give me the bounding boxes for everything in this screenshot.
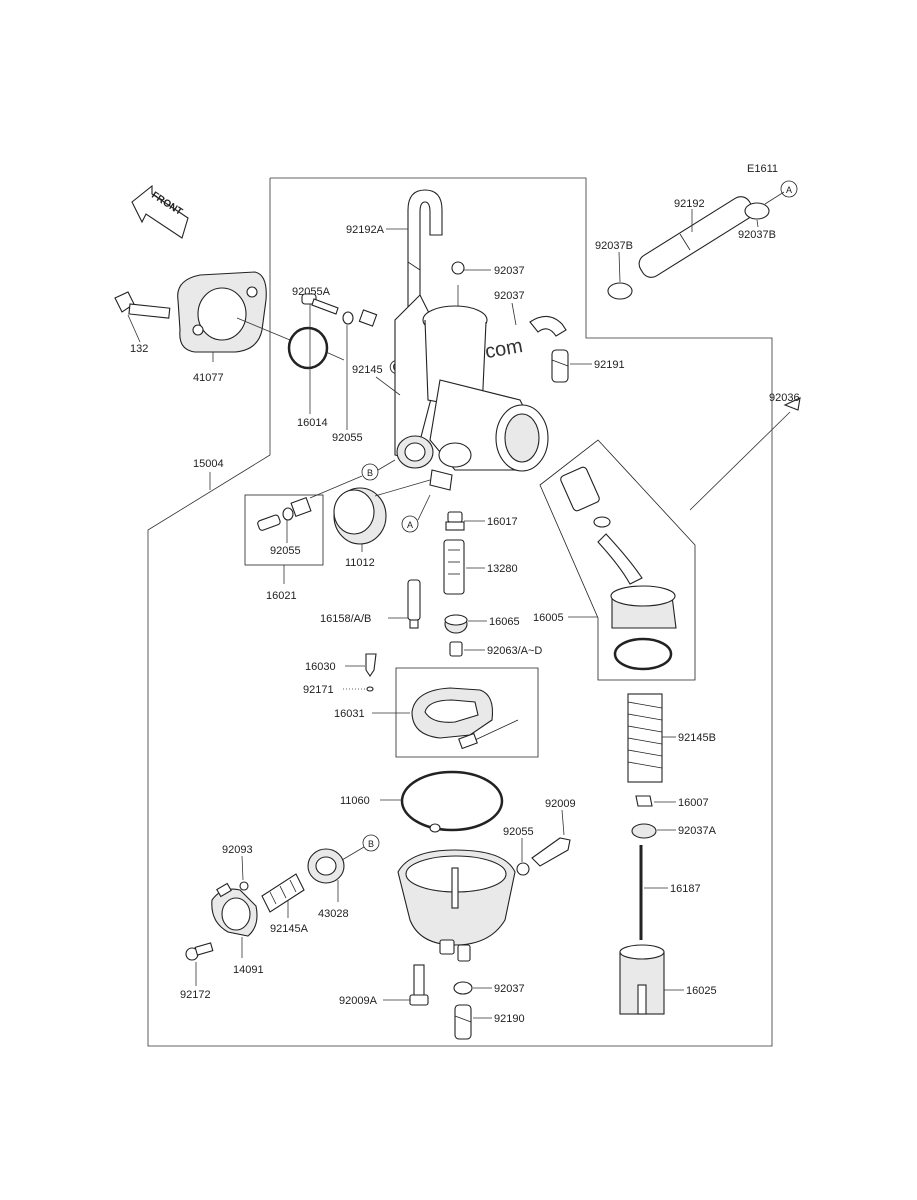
- float-16031: [411, 687, 519, 750]
- label-13280: 13280: [487, 563, 518, 575]
- label-92192A: 92192A: [346, 224, 385, 236]
- label-92172: 92172: [180, 989, 211, 1001]
- part-92036: [783, 397, 801, 411]
- washer-92093: [239, 881, 249, 891]
- hose-92191: [529, 315, 569, 383]
- label-16025: 16025: [686, 985, 717, 997]
- ref-marker-a-top-text: A: [786, 185, 792, 195]
- label-16031: 16031: [334, 708, 365, 720]
- holder-16065: [444, 614, 468, 634]
- pilot-screw-16014: [301, 293, 378, 327]
- drain-screw-92009: [531, 837, 571, 867]
- group-box-16031: [395, 667, 539, 758]
- needle-jet-16158: [407, 579, 421, 629]
- label-92145A: 92145A: [270, 923, 309, 935]
- main-jet-92063: [449, 641, 463, 657]
- ref-marker-b-lower: [362, 834, 380, 852]
- label-92036: 92036: [769, 392, 800, 404]
- o-ring-92055A: [287, 326, 329, 370]
- label-92009: 92009: [545, 798, 576, 810]
- group-box-16005: [539, 439, 696, 681]
- label-92055-left: 92055: [270, 545, 301, 557]
- pilot-jet-16030: [365, 653, 377, 677]
- label-92093: 92093: [222, 844, 253, 856]
- bolt-132: [114, 291, 171, 319]
- emulsion-tube-13280: [443, 539, 465, 595]
- label-92171: 92171: [303, 684, 334, 696]
- o-ring-92171: [366, 686, 374, 692]
- ref-marker-b-upper-text: B: [367, 468, 373, 478]
- ref-marker-a-top: [780, 180, 798, 198]
- hose-92192: [607, 196, 770, 300]
- cover-14091: [211, 882, 258, 937]
- label-16005: 16005: [533, 612, 564, 624]
- throttle-valve-16025: [619, 944, 665, 1015]
- label-92055-lower: 92055: [503, 826, 534, 838]
- label-16158: 16158/A/B: [320, 613, 371, 625]
- label-92037-top: 92037: [494, 265, 525, 277]
- front-arrow-icon: FRONT: [131, 184, 189, 239]
- ref-marker-b-upper: [361, 463, 379, 481]
- air-screw-16021: [257, 496, 312, 531]
- label-15004: 15004: [193, 458, 224, 470]
- label-92037B-right: 92037B: [738, 229, 776, 241]
- jet-16017: [445, 511, 465, 531]
- carburetor-body: [394, 294, 549, 491]
- clip-92037A: [631, 823, 657, 839]
- float-bowl: [397, 849, 516, 962]
- ref-marker-a-lower-text: A: [407, 520, 413, 530]
- ref-marker-b-lower-text: B: [368, 839, 374, 849]
- label-92192: 92192: [674, 198, 705, 210]
- label-16021: 16021: [266, 590, 297, 602]
- spring-92145B: [627, 693, 663, 783]
- label-92191: 92191: [594, 359, 625, 371]
- label-16187: 16187: [670, 883, 701, 895]
- label-92055A: 92055A: [292, 286, 331, 298]
- label-132: 132: [130, 343, 148, 355]
- label-16017: 16017: [487, 516, 518, 528]
- screw-92172: [185, 942, 214, 961]
- label-92037-bottom: 92037: [494, 983, 525, 995]
- hose-92190: [454, 1004, 472, 1040]
- label-16065: 16065: [489, 616, 520, 628]
- label-92190: 92190: [494, 1013, 525, 1025]
- insulator-41077: [177, 271, 267, 353]
- gasket-11060: [400, 770, 504, 832]
- label-92145: 92145: [352, 364, 383, 376]
- part-16007: [635, 795, 653, 807]
- clip-92037-bottom: [453, 981, 473, 995]
- diagram-code: E1611: [747, 163, 778, 175]
- label-43028: 43028: [318, 908, 349, 920]
- bolt-92009A: [409, 964, 429, 1006]
- label-14091: 14091: [233, 964, 264, 976]
- label-92055-upper: 92055: [332, 432, 363, 444]
- label-92037B-left: 92037B: [595, 240, 633, 252]
- float-chamber-cover-16005: [560, 466, 677, 671]
- cap-11012: [333, 487, 387, 545]
- label-92145B: 92145B: [678, 732, 716, 744]
- o-ring-92055-lower: [516, 862, 530, 876]
- label-41077: 41077: [193, 372, 224, 384]
- label-92037A: 92037A: [678, 825, 717, 837]
- hose-92192A: [407, 189, 465, 316]
- label-16014: 16014: [297, 417, 328, 429]
- label-92063: 92063/A~D: [487, 645, 542, 657]
- diaphragm-43028: [307, 848, 345, 884]
- label-92037-mid: 92037: [494, 290, 525, 302]
- ref-marker-a-lower: [401, 515, 419, 533]
- assembly-frame: [147, 177, 773, 1047]
- label-11060: 11060: [340, 795, 370, 807]
- label-92009A: 92009A: [339, 995, 378, 1007]
- label-16007: 16007: [678, 797, 709, 809]
- label-16030: 16030: [305, 661, 336, 673]
- label-11012: 11012: [345, 557, 375, 569]
- spring-92145A: [261, 873, 305, 913]
